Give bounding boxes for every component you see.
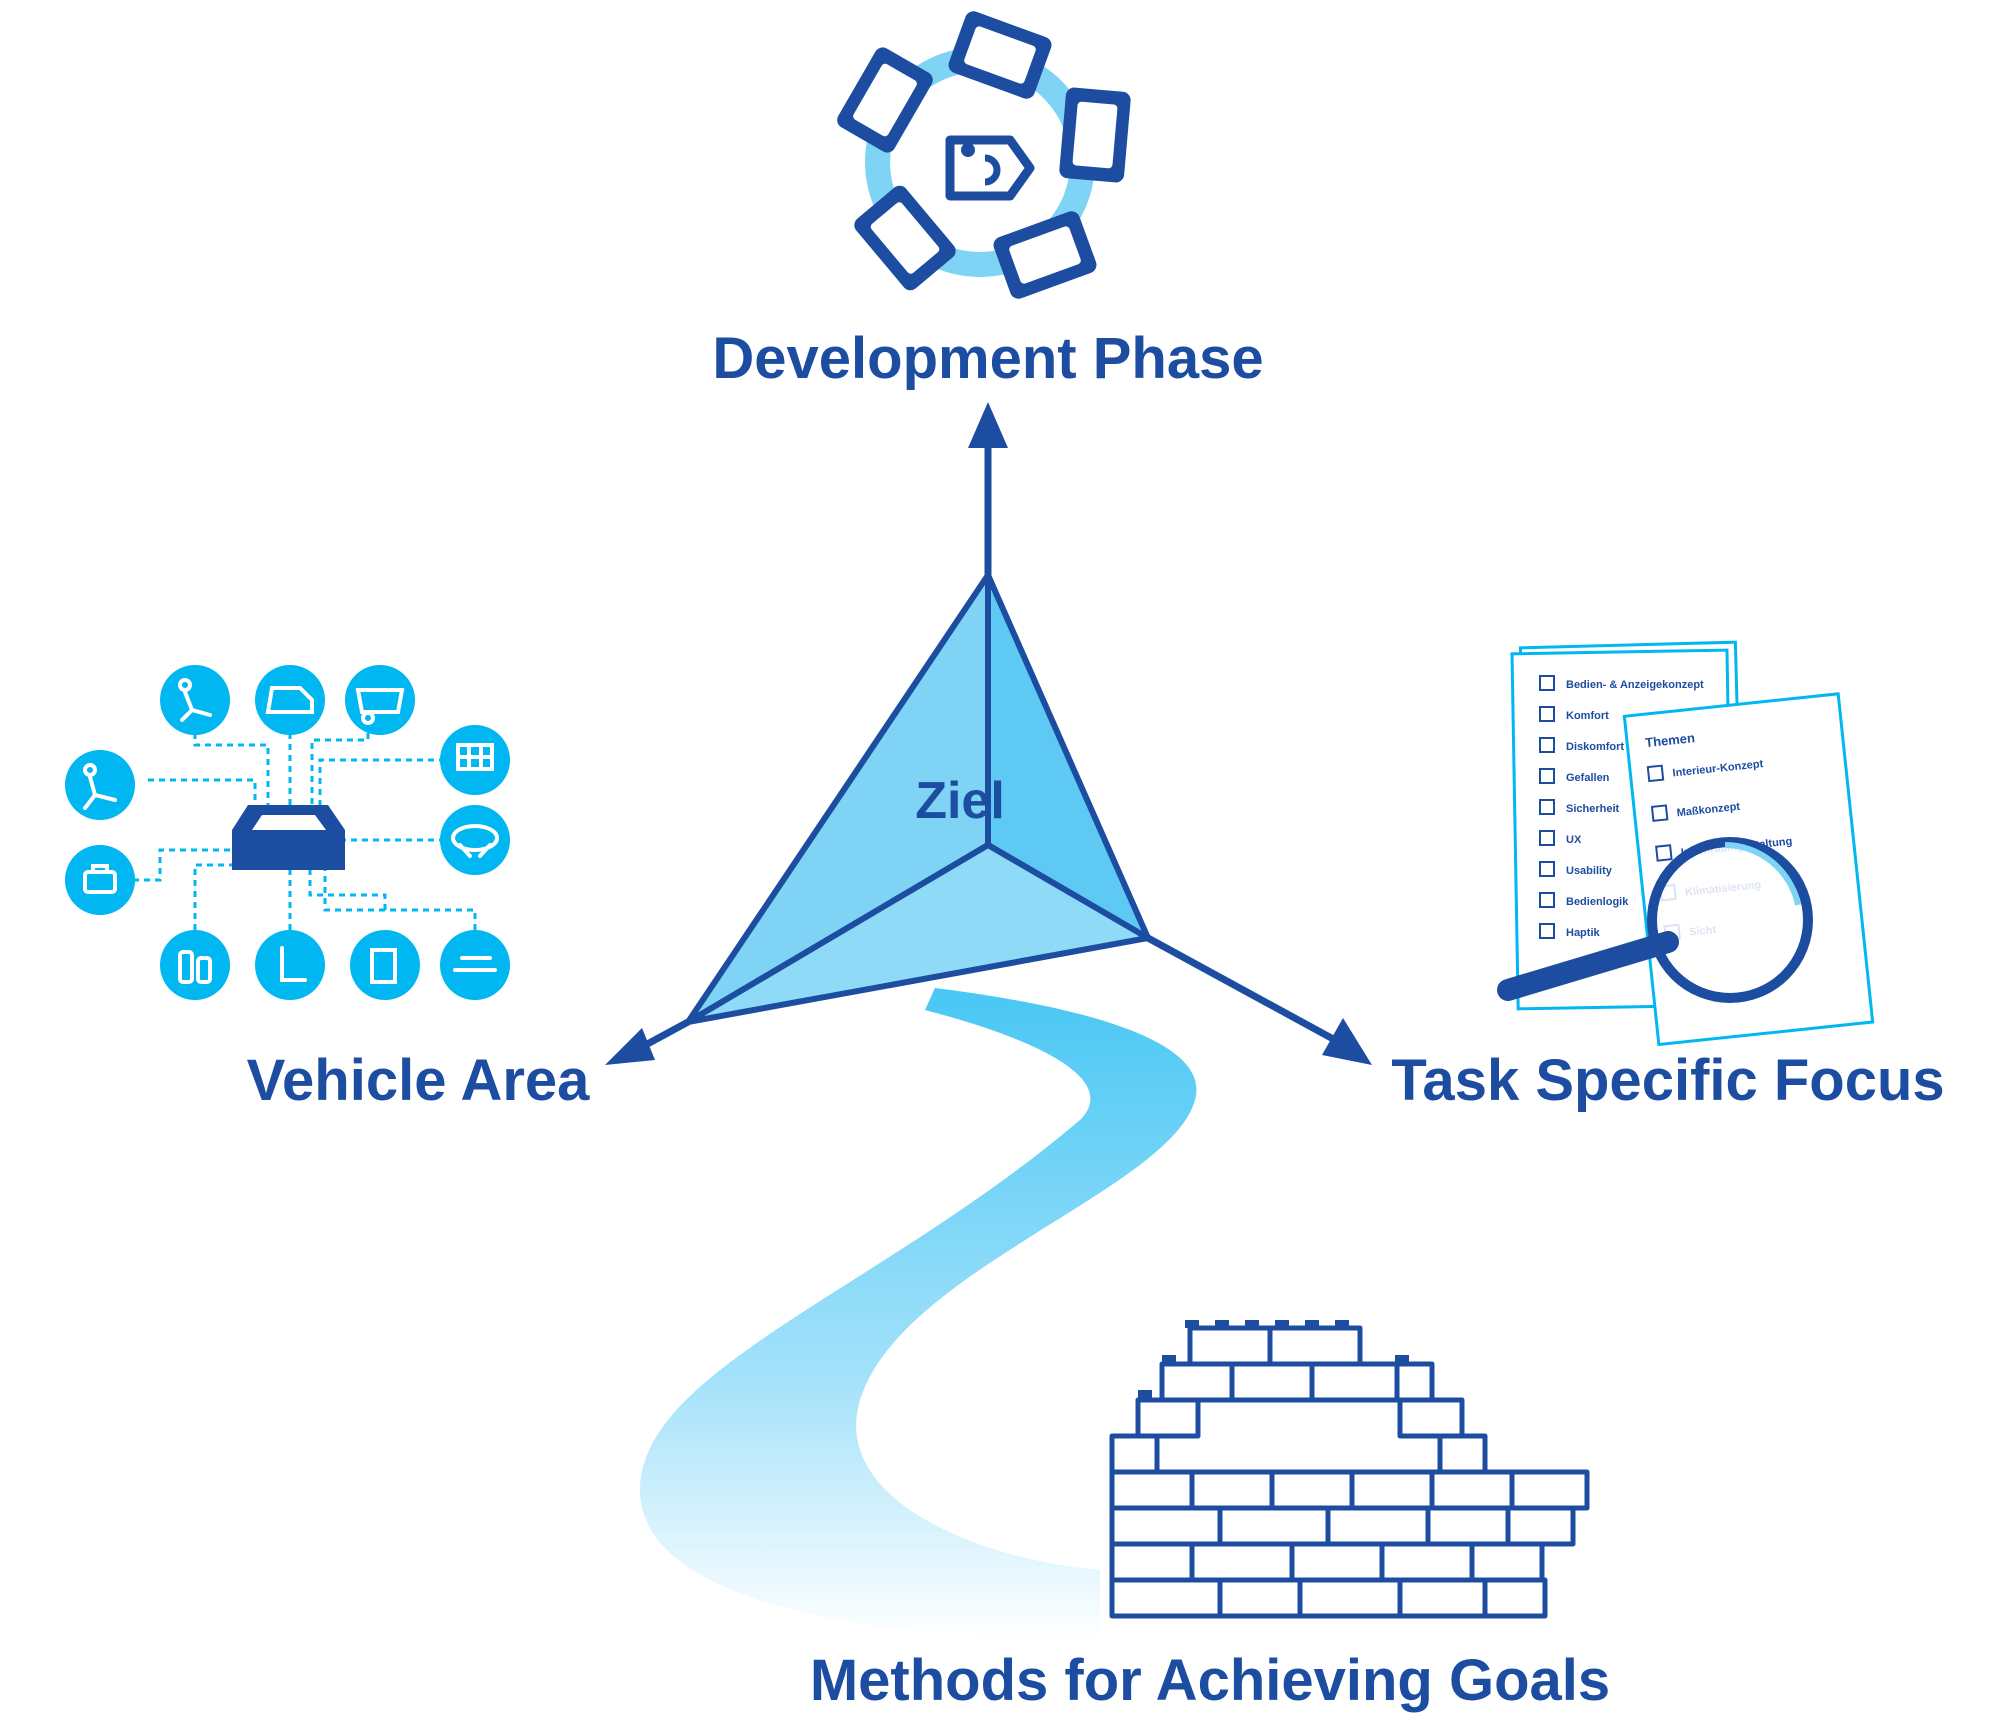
label-task-specific-focus: Task Specific Focus (1391, 1048, 1944, 1113)
checklist-item: Usability (1566, 865, 1613, 877)
checklist-item: Diskomfort (1566, 741, 1624, 753)
checkbox-icon (1539, 737, 1555, 753)
development-phase-icon (837, 11, 1131, 299)
checklist-item: Bedienlogik (1566, 896, 1629, 908)
checklist-item: Gefallen (1566, 772, 1610, 784)
checkbox-icon (1650, 804, 1669, 822)
axes (605, 402, 1372, 1065)
driver-posture-icon (160, 665, 230, 735)
vehicle-area-cluster (65, 665, 510, 1000)
arrow-right-icon (1322, 1018, 1372, 1065)
checkbox-icon (1539, 830, 1555, 846)
label-methods: Methods for Achieving Goals (810, 1648, 1610, 1713)
logo-icon (945, 135, 1035, 201)
axis-right (1146, 934, 1337, 1044)
checklist-item: Komfort (1566, 710, 1609, 722)
checkbox-icon (1539, 706, 1555, 722)
label-vehicle-area: Vehicle Area (247, 1048, 591, 1113)
checkbox-icon (1539, 892, 1555, 908)
checklist-item: Haptik (1566, 927, 1601, 939)
mirror-view-icon (345, 665, 415, 735)
goal-path (640, 988, 1197, 1640)
task-documents: Bedien- & AnzeigekonzeptKomfortDiskomfor… (1497, 640, 1875, 1047)
checkbox-icon (1539, 768, 1555, 784)
side-window-icon (255, 665, 325, 735)
pyramid-bottom-face (685, 842, 1151, 1025)
checklist-item: Sicherheit (1566, 803, 1620, 815)
checkbox-icon (1539, 675, 1555, 691)
bottles-icon (160, 930, 230, 1000)
goal-pyramid: Ziel (685, 572, 1151, 1025)
checklist-item: Bedien- & Anzeigekonzept (1566, 679, 1704, 691)
magnifier-icon (1497, 837, 1813, 1003)
checkbox-icon (1539, 923, 1555, 939)
brick-wall-icon (1109, 1320, 1590, 1619)
checklist-item: UX (1566, 834, 1582, 846)
car-icon (232, 805, 345, 870)
hand-control-icon (440, 930, 510, 1000)
label-development-phase: Development Phase (712, 326, 1263, 391)
checkbox-icon (1539, 861, 1555, 877)
luggage-icon (65, 845, 135, 915)
door-panel-icon (350, 930, 420, 1000)
rear-passenger-icon (65, 750, 135, 820)
steering-wheel-icon (440, 805, 510, 875)
arrow-left-icon (605, 1028, 655, 1065)
checkbox-icon (1539, 799, 1555, 815)
checkbox-icon (1655, 844, 1673, 862)
checkbox-icon (1646, 764, 1665, 783)
seat-icon (255, 930, 325, 1000)
center-label: Ziel (915, 772, 1005, 830)
topics-heading: Themen (1644, 730, 1695, 750)
touchscreen-icon (440, 725, 510, 795)
arrow-up-icon (968, 402, 1008, 448)
